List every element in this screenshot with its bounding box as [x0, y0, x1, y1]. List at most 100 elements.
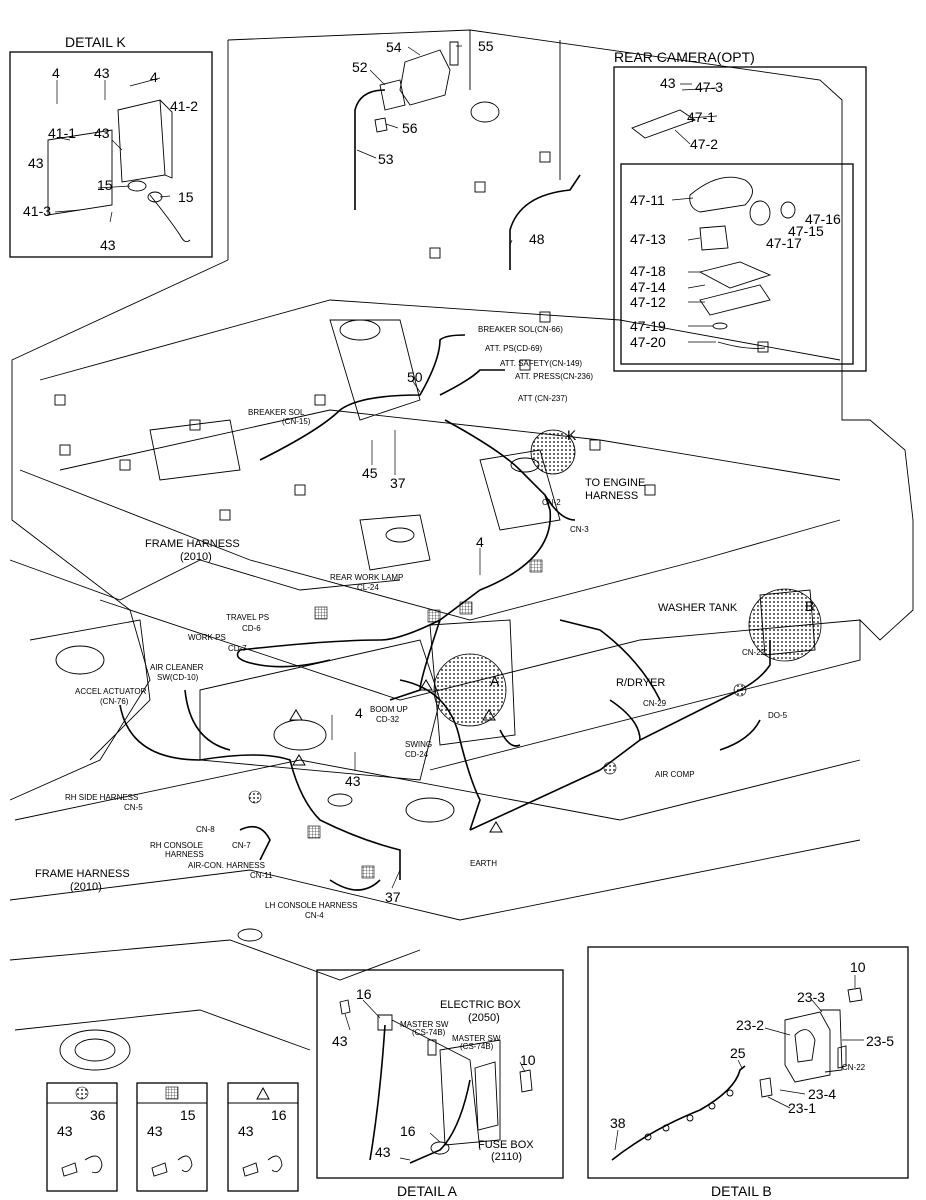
rear-camera-label: 47-1 [687, 109, 715, 125]
washer-tank [759, 589, 816, 656]
part-number: 52 [352, 59, 368, 75]
clip-markers [248, 559, 747, 879]
connector-label: SWING [405, 740, 432, 749]
rear-camera-label: 47-18 [630, 263, 666, 279]
connector-label: ATT. SAFETY(CN-149) [500, 359, 582, 368]
detail-k-label: 43 [94, 125, 110, 141]
detail-k-label: 41-3 [23, 203, 51, 219]
connector-label: LH CONSOLE HARNESS [265, 901, 357, 910]
rear-camera-label: 47-14 [630, 279, 666, 295]
legend-label: 43 [57, 1123, 73, 1139]
detail-k-label: 4 [150, 69, 158, 85]
connector-label: CN-8 [196, 825, 215, 834]
connector-label: EARTH [470, 859, 497, 868]
callout-letter: B [805, 598, 814, 614]
rear-camera-label: 47-12 [630, 294, 666, 310]
connector-label: AIR CLEANER [150, 663, 204, 672]
part-number: 53 [378, 151, 394, 167]
legend-triangle-icon [256, 1086, 270, 1100]
part-number: 45 [362, 465, 378, 481]
connector-label: RH CONSOLE [150, 841, 203, 850]
rear-camera-label: 47-13 [630, 231, 666, 247]
connector-label: CN-11 [250, 871, 273, 880]
detail-k-label: 15 [97, 177, 113, 193]
connector-label: WORK PS [188, 633, 226, 642]
detail-a-label: 43 [375, 1144, 391, 1160]
detail-a-label: 16 [356, 986, 372, 1002]
legend-label: 16 [271, 1107, 287, 1123]
rear-camera-label: 43 [660, 75, 676, 91]
part-number: 54 [386, 39, 402, 55]
part-number: 37 [390, 475, 406, 491]
detail-b-caption: DETAIL B [711, 1183, 772, 1199]
detail-b-label: 10 [850, 959, 866, 975]
frame-harness-label: FRAME HARNESS [35, 868, 130, 880]
part-number: 48 [529, 231, 545, 247]
connector-label: ATT. PRESS(CN-236) [515, 372, 593, 381]
legend-dots-icon [75, 1086, 89, 1100]
connector-label: ACCEL ACTUATOR [75, 687, 147, 696]
frame-harness-label: FRAME HARNESS [145, 538, 240, 550]
rear-camera-label: 47-16 [805, 211, 841, 227]
detail-a-label: 16 [400, 1123, 416, 1139]
detail-a-caption: DETAIL A [397, 1183, 458, 1199]
detail-k-label: 41-1 [48, 125, 76, 141]
connector-label: CN-7 [232, 841, 251, 850]
legend-label: 36 [90, 1107, 106, 1123]
connector-label: ATT. PS(CD-69) [485, 344, 543, 353]
connector-label: TO ENGINE [585, 477, 645, 489]
frame-harness-label: (2010) [180, 551, 212, 563]
connector-label: CL-24 [357, 583, 379, 592]
connector-labels: BREAKER SOL(CN-66) ATT. PS(CD-69) ATT. S… [65, 325, 788, 920]
detail-a-label: FUSE BOX [478, 1139, 534, 1151]
connector-label: CN-2 [542, 498, 561, 507]
connector-label: RH SIDE HARNESS [65, 793, 138, 802]
detail-b-label: 25 [730, 1045, 746, 1061]
legend-grid-icon [165, 1086, 179, 1100]
detail-k-label: 43 [94, 65, 110, 81]
detail-k-label: 4 [52, 65, 60, 81]
detail-a-panel: DETAIL A 16 43 ELECTRIC BOX (2050) MASTE… [316, 969, 564, 1199]
detail-b-label: CN-22 [842, 1063, 866, 1072]
rear-camera-label: 47-19 [630, 318, 666, 334]
connector-label: R/DRYER [616, 677, 665, 689]
legend-label: 43 [238, 1123, 254, 1139]
connector-label: CD-7 [228, 644, 247, 653]
detail-k-panel: DETAIL K 4 43 4 41-2 43 41-1 43 15 15 41… [9, 34, 213, 258]
detail-b-label: 23-5 [866, 1033, 894, 1049]
connector-label: ATT (CN-237) [518, 394, 568, 403]
connector-label: REAR WORK LAMP [330, 573, 403, 582]
callout-number: 37 [385, 889, 401, 905]
detail-a-label: (2110) [491, 1151, 522, 1163]
rear-camera-label: 47-20 [630, 334, 666, 350]
rear-camera-label: 47-11 [630, 192, 665, 208]
connector-label: DO-5 [768, 711, 788, 720]
rear-camera-label: 47-2 [690, 136, 718, 152]
detail-b-label: 23-1 [788, 1100, 816, 1116]
detail-k-label: 43 [100, 237, 116, 253]
connector-label: CN-22 [742, 648, 766, 657]
harness-wires [119, 89, 771, 891]
legend-label: 15 [180, 1107, 196, 1123]
rear-camera-label: 47-15 [788, 223, 824, 239]
callout-number: 4 [476, 534, 484, 550]
detail-b-label: 23-2 [736, 1017, 764, 1033]
connector-label: BREAKER SOL(CN-66) [478, 325, 563, 334]
detail-b-label: 23-4 [808, 1086, 836, 1102]
connector-label: BREAKER SOL [248, 408, 305, 417]
connector-label: AIR-CON. HARNESS [188, 861, 265, 870]
connector-label: CD-24 [405, 750, 429, 759]
legend: 43 36 43 15 43 16 [46, 1082, 299, 1192]
connector-label: CN-3 [570, 525, 589, 534]
part-number: 56 [402, 120, 418, 136]
detail-b-label: 38 [610, 1115, 626, 1131]
main-callouts: 4 4 43 37 A B [331, 534, 814, 905]
detail-a-label: (CS-74B) [412, 1028, 446, 1037]
detail-k-label: 15 [178, 189, 194, 205]
connector-label: HARNESS [165, 850, 204, 859]
detail-b-panel: DETAIL B 10 23-3 23-2 23-5 25 CN-22 23-4… [587, 946, 909, 1199]
detail-k-callout [530, 429, 576, 475]
connector-label: TRAVEL PS [226, 613, 269, 622]
detail-b-label: 23-3 [797, 989, 825, 1005]
